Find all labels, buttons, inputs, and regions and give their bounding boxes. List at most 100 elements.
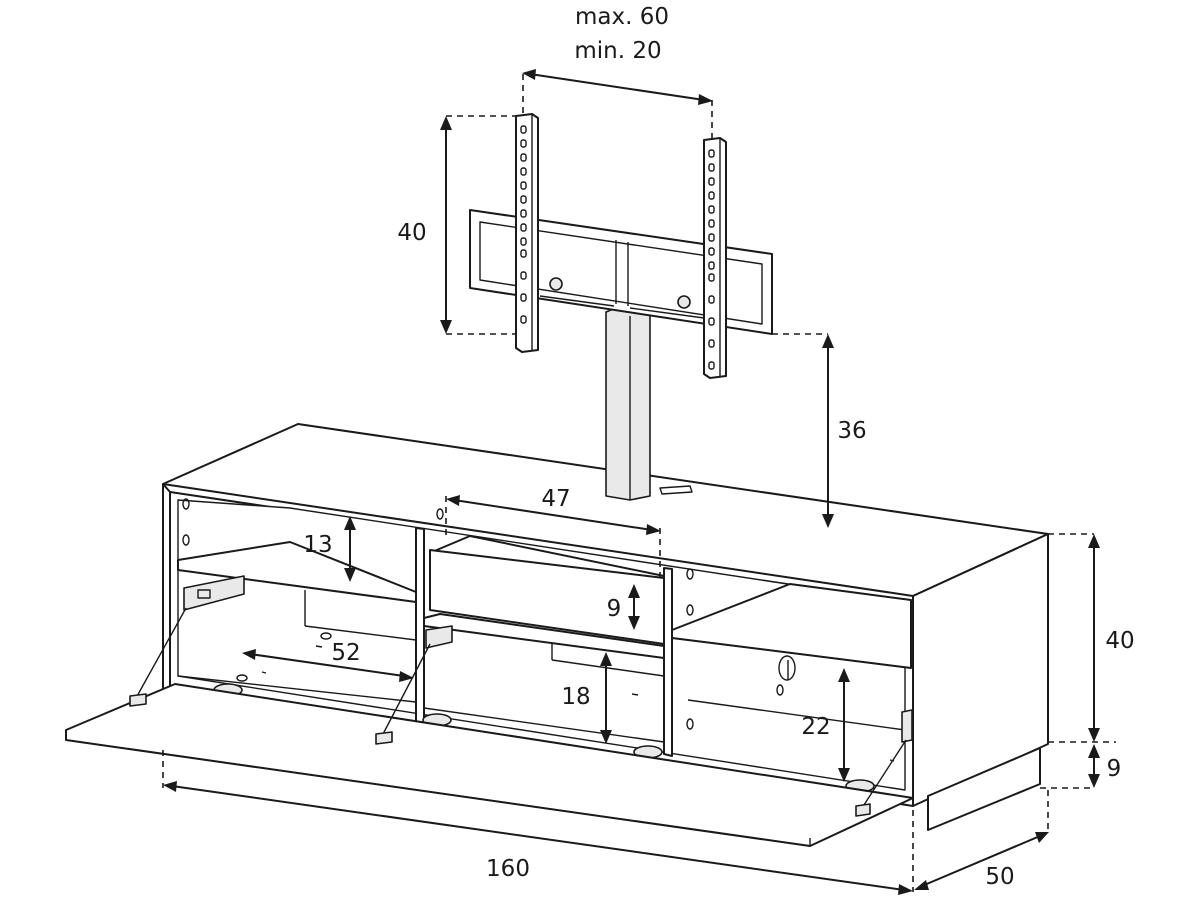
label-center-lower: 18 [561,684,590,710]
arrow [446,495,460,506]
bracket-slot [520,271,527,280]
label-inner-width: 52 [331,640,360,666]
hole [776,684,784,696]
arrow [838,768,850,782]
hinge-foot [129,693,147,707]
hole [182,534,190,546]
label-bracket-height: 40 [397,220,426,246]
dim-depth [921,835,1041,887]
shelf-left [177,541,417,603]
bracket-slot [708,247,715,256]
pad-small [320,632,332,640]
divider-right [663,567,673,757]
arrow [646,524,661,535]
label-right-lower: 22 [801,714,830,740]
knob-right [677,295,691,309]
floor-line [177,675,417,703]
fall-front-door [65,607,914,847]
recess-line [687,699,906,731]
arrow [628,616,640,630]
hinge-arm-right [861,739,907,809]
bracket-slot [520,249,527,258]
bracket-slot [520,153,527,162]
bracket-slot [708,233,715,242]
cabinet [162,423,1049,831]
bracket-right-slots [708,149,715,370]
hinge-center [425,625,453,649]
hole [261,671,267,674]
arrow [522,69,536,80]
plinth [927,747,1041,831]
arrow [344,516,356,530]
bracket-slot [520,195,527,204]
hinge-arm-center [381,643,431,737]
arrow [822,334,834,348]
arrow [698,94,713,105]
frame-rail [629,307,705,319]
bracket-slot [708,317,715,326]
shelf-edge [671,637,912,669]
bracket-slot [708,295,715,304]
dim-47 [453,499,653,531]
bracket-slot [708,149,715,158]
bracket-slot [520,167,527,176]
hole [182,498,190,510]
bracket-slot [708,361,715,370]
bracket-left [515,113,539,353]
bracket-right [703,137,727,379]
hinge-foot [855,803,871,817]
arrow [242,649,256,660]
bracket-slot [708,205,715,214]
label-center-width: 47 [541,486,570,512]
label-drawer-height: 9 [607,596,622,622]
label-cabinet-height: 40 [1105,628,1134,654]
bracket-slot [708,191,715,200]
door-panel [65,683,914,847]
tv-mount [469,113,773,501]
bracket-slot [520,209,527,218]
dimension-labels: max. 60 min. 20 40 36 47 13 9 52 18 22 4… [303,4,1134,890]
divider-left [415,527,425,725]
recess-line [551,659,665,677]
hinge-arm-left [135,607,187,699]
dim-total-width [171,785,905,891]
floor-line [423,707,665,743]
frame-rail [539,295,615,307]
hinge-left [183,575,245,611]
label-spacing-max: max. 60 [575,4,669,30]
label-depth: 50 [985,864,1014,890]
arrow [628,584,640,598]
hole [315,645,323,648]
door-edge [65,739,811,847]
arrow [163,781,177,792]
label-total-width: 160 [486,856,530,882]
column-base-slot [659,485,693,495]
bracket-slot [708,219,715,228]
label-clearance: 36 [837,418,866,444]
arrow [838,668,850,682]
hole [631,693,639,696]
arrow [898,884,913,895]
bracket-slot [708,339,715,348]
arrow [344,568,356,582]
bracket-slot [520,315,527,324]
hole [686,718,694,730]
arrow [914,880,929,890]
bracket-slot [520,125,527,134]
hinge-right [901,709,913,743]
dimension-lines [162,69,1116,895]
label-spacing-min: min. 20 [574,38,661,64]
knob-left [549,277,563,291]
drawer-front [429,549,665,645]
cable-hole [778,655,796,681]
hole [686,568,694,580]
dim-spacing [529,73,705,101]
arrow [440,116,452,130]
bracket-slot [520,293,527,302]
bracket-slot [520,139,527,148]
bracket-slot [520,181,527,190]
hole [686,604,694,616]
label-plinth-height: 9 [1107,756,1122,782]
recess-line [304,625,417,641]
